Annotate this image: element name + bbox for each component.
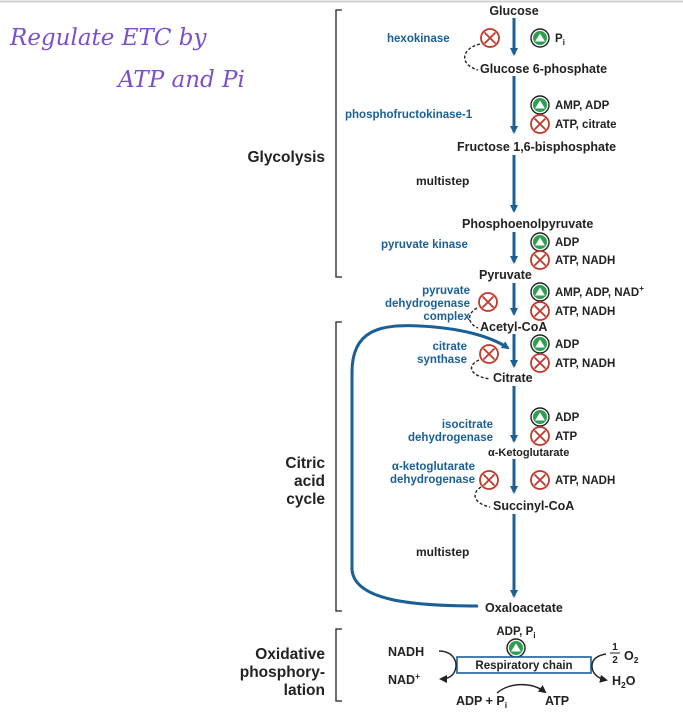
section-glycolysis: Glycolysis bbox=[247, 149, 325, 166]
glycolysis-bracket bbox=[335, 9, 342, 278]
activate-pdh-icon bbox=[530, 282, 550, 302]
section-citric-3: cycle bbox=[286, 491, 325, 508]
citric-acid-bracket bbox=[335, 321, 342, 612]
enzyme-pdh-line-2: dehydrogenase bbox=[385, 298, 470, 310]
enzyme-citrate-synthase-1: citrate bbox=[432, 341, 467, 353]
regulator-akgdh-inhibitors: ATP, NADH bbox=[555, 475, 615, 487]
feedback-pdh bbox=[468, 307, 479, 329]
annotation-line-1: Regulate ETC by bbox=[9, 25, 207, 51]
inhibit-pdh-right-icon bbox=[530, 301, 550, 321]
enzyme-pyruvate-kinase: pyruvate kinase bbox=[381, 239, 468, 251]
activate-hexokinase-icon bbox=[530, 28, 550, 48]
oxphos-oxygen-arrow bbox=[591, 653, 608, 683]
molecule-oxaloacetate: Oxaloacetate bbox=[485, 601, 563, 615]
inhibit-akgdh-icon bbox=[479, 470, 499, 490]
oxphos-nadh: NADH bbox=[388, 645, 424, 659]
molecule-succinyl-coa: Succinyl-CoA bbox=[493, 499, 574, 513]
activate-oxphos-icon bbox=[506, 638, 526, 658]
enzyme-idh-line-1: isocitrate bbox=[442, 419, 493, 431]
inhibit-citrate-synthase-icon bbox=[479, 344, 499, 364]
enzyme-phosphofructokinase: phosphofructokinase-1 bbox=[345, 109, 473, 121]
inhibit-pk-icon bbox=[530, 250, 550, 270]
oxphos-half-numerator: 1 bbox=[612, 642, 618, 653]
oxphos-half-denominator: 2 bbox=[612, 655, 618, 666]
oxphos-nad: NAD+ bbox=[388, 671, 420, 687]
regulator-pk-inhibitors: ATP, NADH bbox=[555, 255, 615, 267]
enzyme-akgdh-line-2: dehydrogenase bbox=[390, 474, 475, 486]
regulator-pk-activators: ADP bbox=[555, 237, 580, 249]
regulator-cs-activators: ADP bbox=[555, 339, 580, 351]
section-oxphos-2: phosphory- bbox=[240, 664, 325, 681]
inhibit-akgdh-right-icon bbox=[530, 470, 550, 490]
inhibit-pfk1-icon bbox=[530, 114, 550, 134]
inhibit-hexokinase-icon bbox=[480, 28, 500, 48]
molecule-phosphoenolpyruvate: Phosphoenolpyruvate bbox=[462, 217, 593, 231]
molecule-pyruvate: Pyruvate bbox=[479, 268, 532, 282]
respiratory-chain-box bbox=[456, 656, 592, 674]
inhibit-cs-right-icon bbox=[530, 353, 550, 373]
enzyme-pdh-line-3: complex bbox=[423, 311, 470, 323]
enzyme-idh-line-2: dehydrogenase bbox=[408, 432, 493, 444]
section-citric-1: Citric bbox=[285, 455, 325, 472]
enzyme-hexokinase: hexokinase bbox=[387, 33, 450, 45]
regulator-pfk1-inhibitors: ATP, citrate bbox=[555, 119, 617, 131]
regulator-pfk1-activators: AMP, ADP bbox=[555, 100, 610, 112]
regulator-hexokinase-activator: Pi bbox=[555, 33, 565, 47]
activate-cs-icon bbox=[530, 334, 550, 354]
regulator-cs-inhibitors: ATP, NADH bbox=[555, 358, 615, 370]
enzyme-citrate-synthase-2: synthase bbox=[417, 354, 467, 366]
regulator-idh-inhibitors: ATP bbox=[555, 431, 577, 443]
activate-pfk1-icon bbox=[530, 95, 550, 115]
molecule-fructose-bisphosphate: Fructose 1,6-bisphosphate bbox=[457, 140, 616, 154]
oxphos-oxygen: O2 bbox=[624, 649, 639, 665]
enzyme-akgdh-line-1: α-ketoglutarate bbox=[392, 461, 475, 473]
enzyme-pdh-line-1: pyruvate bbox=[422, 285, 470, 297]
step-multistep-glycolysis: multistep bbox=[416, 174, 469, 188]
step-multistep-cycle: multistep bbox=[416, 545, 469, 559]
molecule-glucose: Glucose bbox=[489, 4, 538, 18]
oxphos-bracket bbox=[335, 628, 342, 702]
oxphos-water: H2O bbox=[612, 674, 636, 690]
respiratory-chain-label: Respiratory chain bbox=[475, 660, 572, 672]
molecule-citrate: Citrate bbox=[493, 371, 533, 385]
section-citric-2: acid bbox=[294, 473, 325, 490]
feedback-hexokinase bbox=[464, 43, 481, 71]
section-oxphos-3: lation bbox=[284, 682, 325, 699]
molecule-glucose-6-phosphate: Glucose 6-phosphate bbox=[480, 62, 607, 76]
inhibit-idh-icon bbox=[530, 426, 550, 446]
inhibit-pdh-icon bbox=[478, 292, 498, 312]
oxphos-atp-arrow bbox=[496, 683, 547, 694]
oxphos-nadh-arrow bbox=[438, 650, 457, 683]
section-oxphos-1: Oxidative bbox=[255, 646, 325, 663]
cycle-loop-arrow bbox=[350, 324, 510, 608]
regulator-pdh-inhibitors: ATP, NADH bbox=[555, 306, 615, 318]
feedback-akgdh bbox=[474, 486, 491, 508]
molecule-acetyl-coa: Acetyl-CoA bbox=[480, 320, 547, 334]
molecule-alpha-ketoglutarate: α-Ketoglutarate bbox=[488, 447, 569, 459]
activate-pk-icon bbox=[530, 232, 550, 252]
oxphos-adp-pi: ADP + Pi bbox=[456, 694, 507, 710]
regulator-pdh-activators: AMP, ADP, NAD+ bbox=[555, 283, 644, 299]
annotation-line-2: ATP and Pi bbox=[116, 67, 245, 93]
oxphos-atp: ATP bbox=[545, 694, 569, 708]
oxphos-regulator-label: ADP, Pi bbox=[496, 626, 535, 640]
regulator-idh-activators: ADP bbox=[555, 412, 580, 424]
activate-idh-icon bbox=[530, 407, 550, 427]
